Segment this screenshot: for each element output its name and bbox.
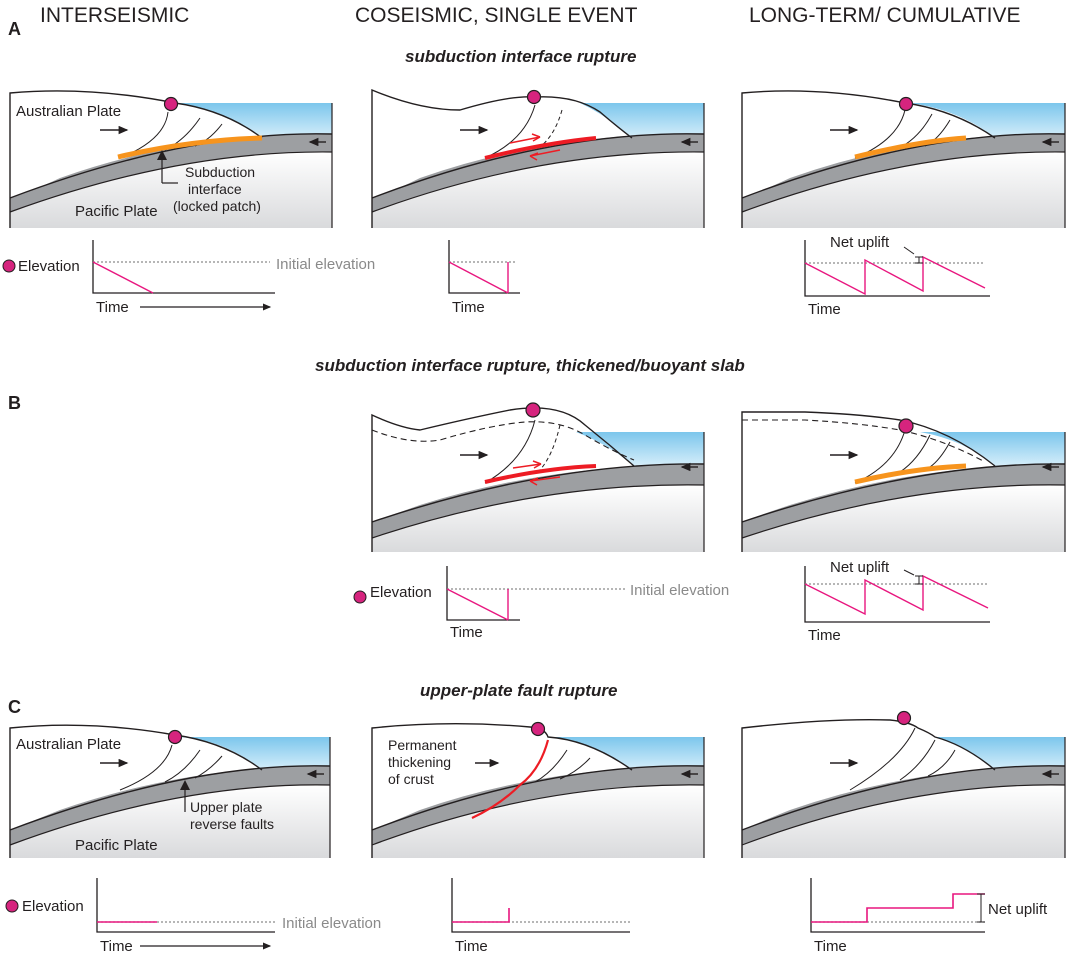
label-time-c1: Time bbox=[100, 938, 133, 955]
label-australian-plate-a: Australian Plate bbox=[16, 103, 121, 120]
cross-section-b-coseismic bbox=[371, 402, 705, 552]
elevation-graph-c-coseismic bbox=[451, 878, 630, 933]
elevation-graph-b-cumulative bbox=[804, 566, 990, 623]
label-time-c3: Time bbox=[814, 938, 847, 955]
elevation-graph-b-coseismic bbox=[353, 566, 625, 621]
row-title-c: upper-plate fault rupture bbox=[420, 681, 617, 700]
row-letter-b: B bbox=[8, 393, 21, 413]
label-subduction-3: (locked patch) bbox=[173, 198, 261, 214]
column-heading-coseismic: COSEISMIC, SINGLE EVENT bbox=[355, 4, 638, 27]
row-title-a: subduction interface rupture bbox=[405, 47, 636, 66]
row-letter-c: C bbox=[8, 697, 21, 717]
label-permanent-1: Permanent bbox=[388, 737, 457, 753]
label-time-a3: Time bbox=[808, 301, 841, 318]
cross-section-a-interseismic bbox=[9, 86, 333, 228]
label-time-b3: Time bbox=[808, 627, 841, 644]
cross-section-c-cumulative bbox=[741, 710, 1066, 858]
label-permanent-3: of crust bbox=[388, 771, 434, 787]
label-initial-elevation-b: Initial elevation bbox=[630, 582, 729, 599]
label-subduction-1: Subduction bbox=[185, 164, 255, 180]
label-subduction-2: interface bbox=[188, 181, 242, 197]
label-pacific-plate-c: Pacific Plate bbox=[75, 837, 158, 854]
cross-section-c-coseismic bbox=[371, 721, 705, 858]
label-net-uplift-c: Net uplift bbox=[988, 901, 1048, 918]
label-time-a1: Time bbox=[96, 299, 129, 316]
column-heading-interseismic: INTERSEISMIC bbox=[40, 4, 189, 27]
row-letter-a: A bbox=[8, 19, 21, 39]
elevation-graph-a-interseismic bbox=[2, 240, 275, 311]
label-initial-elevation-a: Initial elevation bbox=[276, 256, 375, 273]
label-time-b2: Time bbox=[450, 624, 483, 641]
cross-section-a-cumulative bbox=[741, 90, 1066, 228]
cross-section-a-coseismic bbox=[371, 88, 705, 228]
cross-section-b-cumulative bbox=[741, 411, 1066, 552]
label-elevation-c: Elevation bbox=[22, 898, 84, 915]
label-time-a2: Time bbox=[452, 299, 485, 316]
label-australian-plate-c: Australian Plate bbox=[16, 736, 121, 753]
elevation-graph-a-coseismic bbox=[448, 240, 520, 294]
row-title-b: subduction interface rupture, thickened/… bbox=[315, 356, 745, 375]
label-permanent-2: thickening bbox=[388, 754, 451, 770]
elevation-graph-a-cumulative bbox=[804, 240, 990, 297]
label-initial-elevation-c: Initial elevation bbox=[282, 915, 381, 932]
elevation-graph-c-interseismic bbox=[5, 878, 275, 950]
label-elevation-b: Elevation bbox=[370, 584, 432, 601]
label-elevation-a: Elevation bbox=[18, 258, 80, 275]
label-net-uplift-a: Net uplift bbox=[830, 234, 890, 251]
elevation-graph-c-cumulative bbox=[810, 878, 985, 933]
label-upper-plate-2: reverse faults bbox=[190, 816, 274, 832]
label-pacific-plate-a: Pacific Plate bbox=[75, 203, 158, 220]
cross-section-c-interseismic bbox=[9, 724, 331, 858]
label-upper-plate-1: Upper plate bbox=[190, 799, 263, 815]
label-time-c2: Time bbox=[455, 938, 488, 955]
label-net-uplift-b: Net uplift bbox=[830, 559, 890, 576]
column-heading-cumulative: LONG-TERM/ CUMULATIVE bbox=[749, 4, 1020, 27]
